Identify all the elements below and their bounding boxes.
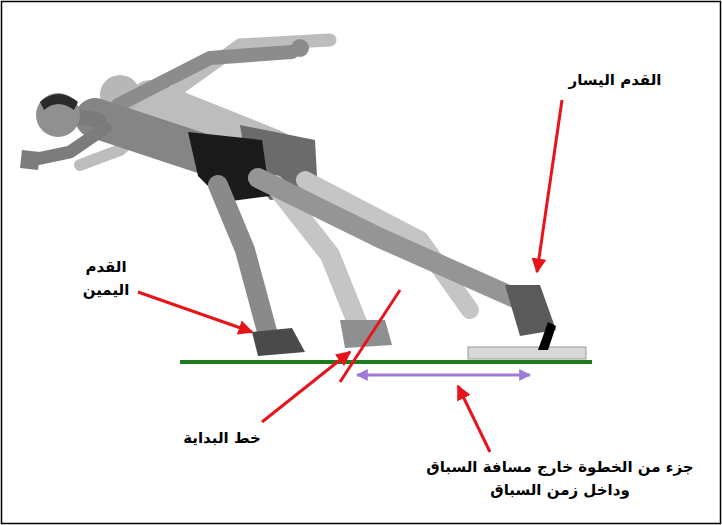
callout-label: خط البداية bbox=[183, 427, 261, 450]
ground-line bbox=[180, 360, 592, 364]
block-pedal bbox=[538, 322, 556, 350]
runner-front bbox=[20, 39, 556, 356]
starting-block bbox=[468, 347, 586, 359]
distance-arrow bbox=[357, 374, 530, 377]
leader-arrow bbox=[458, 386, 490, 452]
leader-arrow bbox=[537, 100, 562, 272]
callout-label: القدم اليمين bbox=[83, 256, 130, 301]
leader-arrow bbox=[138, 292, 252, 332]
callout-label: القدم اليسار bbox=[569, 69, 662, 92]
start-line bbox=[340, 290, 400, 382]
leader-arrow bbox=[262, 352, 350, 422]
callout-label: جزء من الخطوة خارج مسافة السباق وداخل زم… bbox=[425, 456, 695, 501]
